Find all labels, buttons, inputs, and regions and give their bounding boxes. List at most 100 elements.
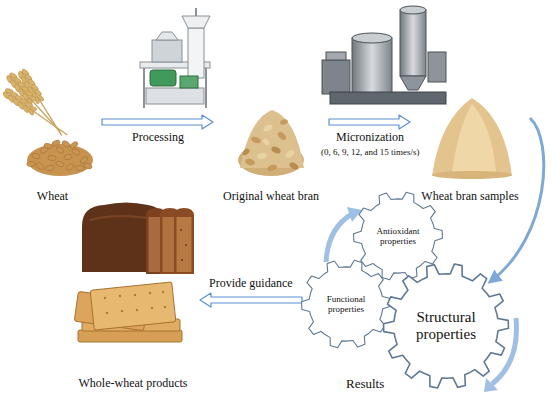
illustration-part [55, 145, 65, 154]
illustration-part [400, 76, 426, 90]
gear-label: Antioxidant properties [370, 226, 427, 247]
bread-illustration [82, 203, 194, 275]
illustration-part [428, 52, 446, 82]
illustration-part [78, 330, 182, 342]
illustration-part [250, 135, 261, 144]
gear-label: Functional properties [318, 294, 375, 315]
illustration-part [452, 104, 496, 172]
illustration-part [284, 149, 296, 160]
illustration-part [63, 153, 72, 160]
group-caption: Results [346, 377, 384, 392]
picture-label: Original wheat bran [223, 190, 319, 204]
illustration-part [326, 52, 346, 60]
powder-illustration [432, 98, 512, 179]
illustration-part [174, 208, 194, 274]
gear-label: Structural properties [401, 309, 491, 344]
illustration-part [188, 28, 204, 78]
gear-shape [302, 260, 391, 347]
illustration-part [241, 148, 250, 157]
illustration-part [244, 158, 255, 166]
illustration-part [240, 110, 304, 168]
block-arrow [102, 115, 213, 129]
illustration-part [288, 161, 300, 171]
illustration-part [104, 297, 106, 299]
picture-node: Original wheat bran [215, 92, 327, 205]
illustration-part [71, 148, 81, 156]
illustration-part [279, 119, 288, 126]
illustration-part [121, 310, 123, 312]
illustration-part [35, 162, 45, 171]
picture-label: Wheat bran samples [421, 190, 518, 204]
illustration-part [180, 229, 182, 231]
mill-machine [140, 8, 210, 108]
gear-shape [384, 264, 509, 388]
illustration-part [55, 160, 64, 167]
gear-node: Functional properties [300, 258, 392, 350]
illustration-part [185, 244, 187, 246]
arrow-label: Processing [132, 131, 184, 145]
illustration-part [195, 8, 197, 16]
illustration-part [136, 309, 138, 311]
illustration-part [266, 163, 277, 172]
illustration-part [400, 10, 426, 76]
picture-node: Wheat [5, 70, 100, 205]
illustration-part [43, 143, 52, 149]
illustration-part [322, 60, 350, 94]
illustration-part [106, 312, 108, 314]
picture-label: Wheat [37, 190, 68, 204]
illustration-part [326, 214, 352, 262]
illustration-part [152, 40, 182, 62]
illustration-part [205, 68, 207, 108]
illustration-part [69, 141, 79, 150]
illustration-part [156, 32, 178, 40]
illustration-part [352, 38, 392, 96]
bran-illustration [238, 110, 304, 176]
illustration-part [432, 98, 512, 176]
picture-node: Wheat bran samples [412, 88, 528, 205]
illustration-part [151, 307, 153, 309]
illustration-part [119, 295, 121, 297]
illustration-part [61, 140, 71, 149]
illustration-part [262, 123, 274, 133]
parameter-note: (0, 6, 9, 12, and 15 times/s) [321, 147, 420, 157]
illustration-part [182, 16, 210, 28]
illustration-part [257, 152, 268, 160]
illustration-part [164, 306, 166, 308]
illustration-part [51, 139, 61, 147]
illustration-part [276, 130, 288, 141]
arrow-label: Provide guidance [209, 277, 293, 291]
illustration-part [180, 76, 198, 88]
illustration-part [134, 294, 136, 296]
arrow-label: Micronization [336, 131, 404, 145]
illustration-part [45, 165, 54, 171]
illustration-part [47, 155, 56, 161]
illustration-part [146, 88, 204, 104]
illustration-part [262, 137, 271, 146]
illustration-part [400, 6, 426, 14]
illustration-part [27, 144, 93, 176]
picture-node: Whole-wheat products [68, 196, 198, 392]
illustration-part [90, 282, 176, 330]
illustration-part [27, 162, 35, 167]
picture-label: Whole-wheat products [79, 377, 188, 391]
illustration-part [143, 68, 145, 108]
illustration-part [1, 86, 71, 140]
illustration-part [65, 163, 75, 171]
gear-node: Structural properties [382, 262, 510, 390]
block-arrow [329, 115, 410, 129]
micronization-machine [322, 6, 446, 104]
illustration-part [177, 217, 192, 272]
illustration-part [76, 165, 85, 171]
illustration-part [181, 259, 183, 261]
illustration-part [270, 145, 282, 155]
illustration-part [150, 70, 176, 86]
illustration-part [162, 291, 164, 293]
block-arrow [200, 293, 302, 307]
illustration-part [352, 33, 392, 43]
illustration-part [83, 162, 93, 170]
wheat-illustration [1, 67, 93, 176]
illustration-part [484, 378, 498, 392]
illustration-part [330, 92, 446, 104]
